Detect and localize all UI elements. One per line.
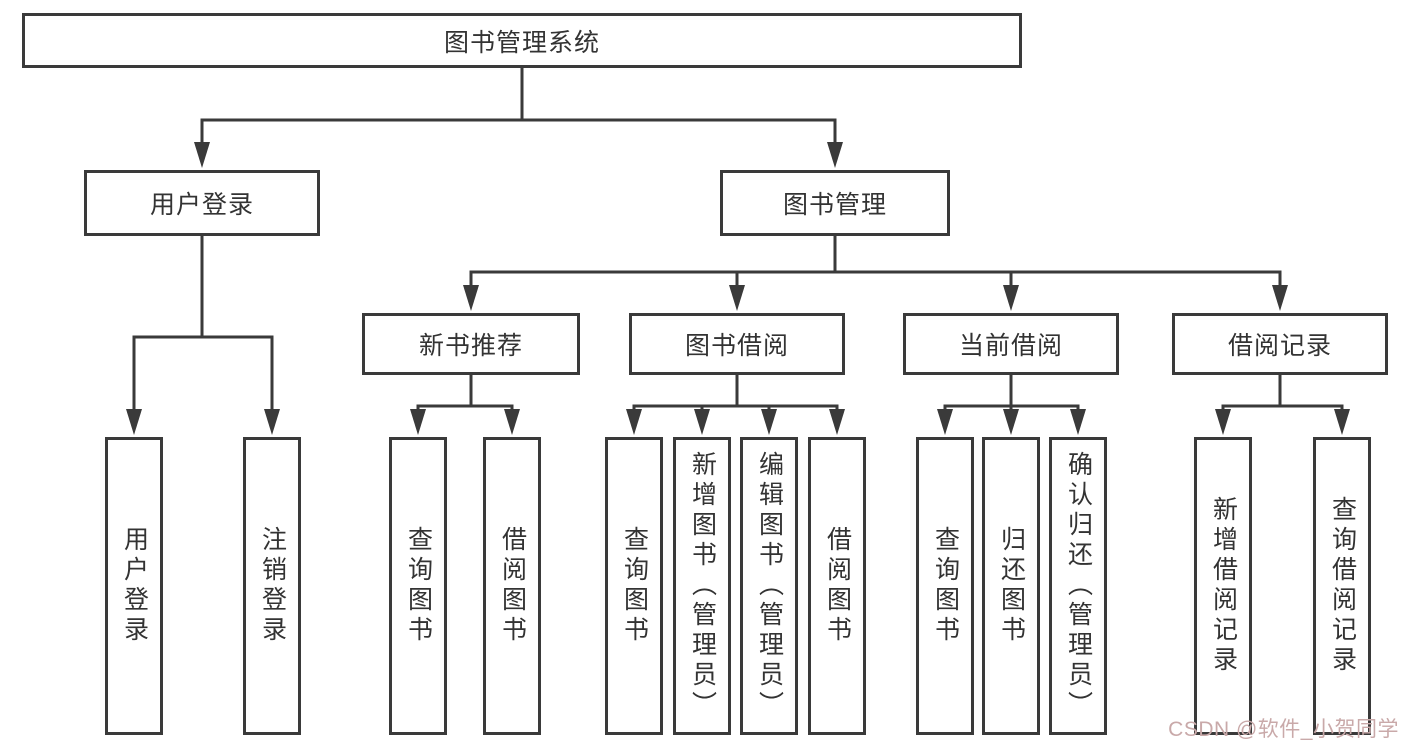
node-user-login: 用户登录 [84,170,320,236]
node-new-book-rec: 新书推荐 [362,313,580,375]
leaf-borrow-edit-books-admin-label: 编辑图书（管理员） [755,451,784,721]
leaf-records-query-record-label: 查询借阅记录 [1328,496,1357,676]
connector-newrec-to-leaves [416,373,514,417]
leaf-current-query-books-label: 查询图书 [931,526,960,646]
node-current-borrow: 当前借阅 [903,313,1119,375]
watermark: CSDN @软件_小贺同学 [1168,718,1399,741]
node-current-borrow-label: 当前借阅 [958,332,1063,360]
leaf-records-add-record-label: 新增借阅记录 [1209,496,1238,676]
connector-current-to-leaves [943,373,1080,417]
leaf-user-login-label: 用户登录 [120,526,149,646]
node-borrow-records-label: 借阅记录 [1227,332,1332,360]
leaf-rec-borrow-books: 借阅图书 [483,437,541,735]
node-borrow-records: 借阅记录 [1172,313,1388,375]
leaf-borrow-borrow-books-label: 借阅图书 [823,526,852,646]
leaf-logout: 注销登录 [243,437,301,735]
leaf-borrow-query-books: 查询图书 [605,437,663,735]
node-user-login-label: 用户登录 [149,191,254,219]
connector-root-to-level2 [200,66,837,150]
leaf-rec-query-books-label: 查询图书 [404,526,433,646]
node-book-borrow: 图书借阅 [629,313,845,375]
leaf-records-add-record: 新增借阅记录 [1194,437,1252,735]
leaf-borrow-edit-books-admin: 编辑图书（管理员） [740,437,798,735]
leaf-rec-borrow-books-label: 借阅图书 [498,526,527,646]
leaf-records-query-record: 查询借阅记录 [1313,437,1371,735]
connector-bookmgmt-to-level3 [469,234,1282,293]
node-root: 图书管理系统 [22,13,1022,68]
leaf-current-return-books: 归还图书 [982,437,1040,735]
leaf-current-confirm-return-admin: 确认归还（管理员） [1049,437,1107,735]
leaf-current-query-books: 查询图书 [916,437,974,735]
node-book-borrow-label: 图书借阅 [684,332,789,360]
leaf-borrow-add-books-admin: 新增图书（管理员） [673,437,731,735]
connector-userlogin-to-leaves [132,234,274,417]
leaf-current-return-books-label: 归还图书 [997,526,1026,646]
leaf-current-confirm-return-admin-label: 确认归还（管理员） [1064,451,1093,721]
connector-borrow-to-leaves [632,373,839,417]
leaf-borrow-query-books-label: 查询图书 [620,526,649,646]
leaf-borrow-borrow-books: 借阅图书 [808,437,866,735]
leaf-rec-query-books: 查询图书 [389,437,447,735]
leaf-logout-label: 注销登录 [258,526,287,646]
node-root-label: 图书管理系统 [443,28,600,57]
connector-records-to-leaves [1221,373,1344,417]
leaf-user-login: 用户登录 [105,437,163,735]
node-book-mgmt-label: 图书管理 [782,191,887,219]
leaf-borrow-add-books-admin-label: 新增图书（管理员） [688,451,717,721]
node-new-book-rec-label: 新书推荐 [418,332,523,360]
node-book-mgmt: 图书管理 [720,170,950,236]
